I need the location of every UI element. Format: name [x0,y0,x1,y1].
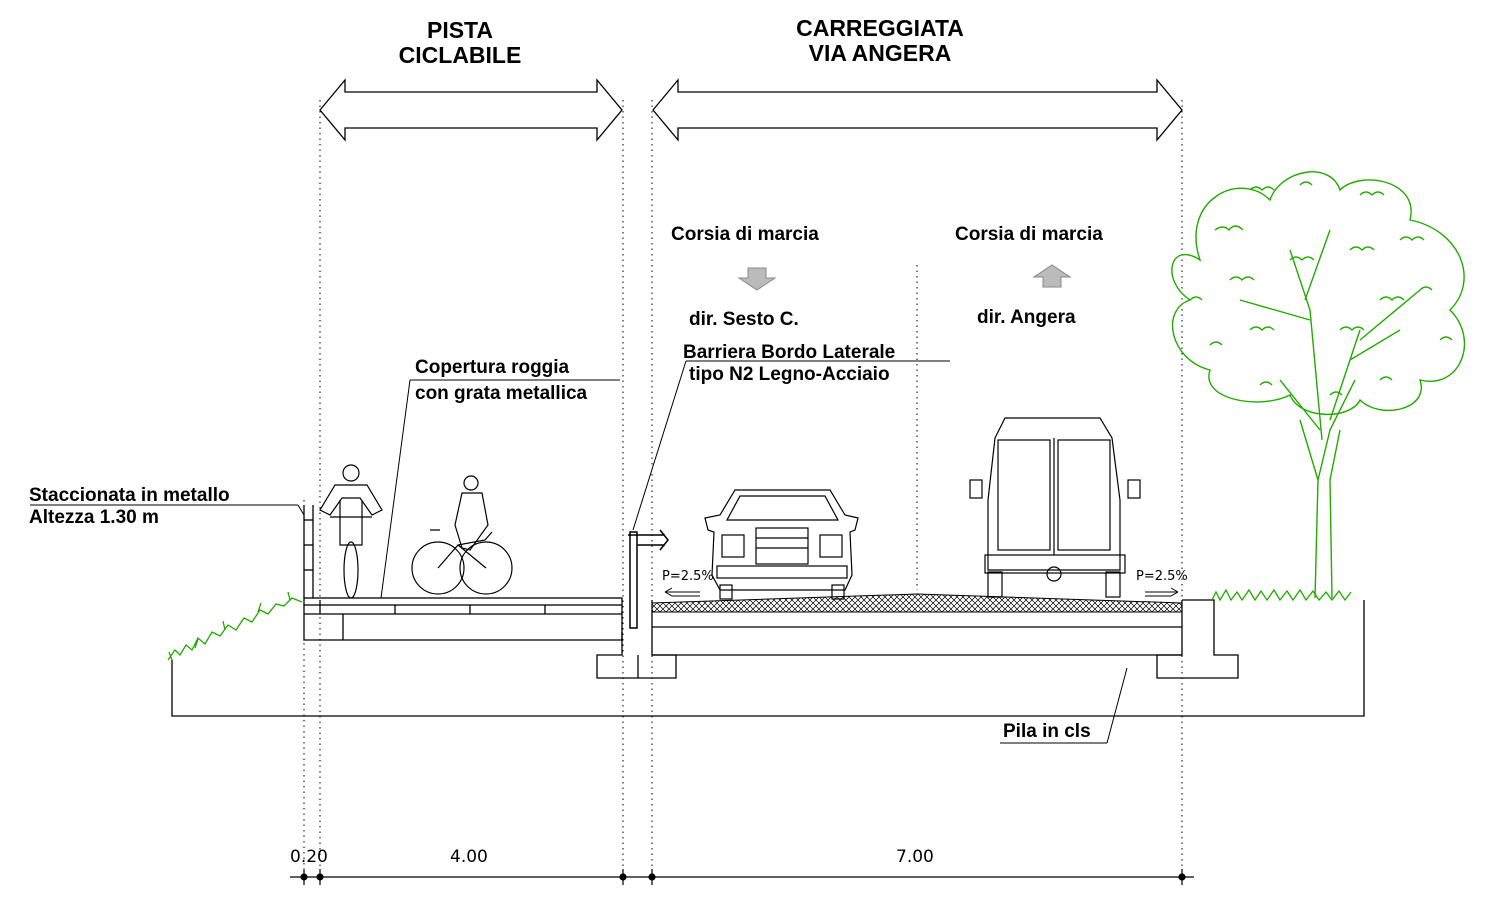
slope-left-label: P=2.5% [662,569,714,584]
cyclist-icon [411,475,513,595]
width-arrow-bike-lane [319,78,623,142]
cover-callout: Copertura roggia con grata metallica [415,357,587,405]
dimension-roadway: 7.00 [896,847,934,867]
fence-callout-line1: Staccionata in metallo [29,485,230,506]
barrier-callout-line1: Barriera Bordo Laterale [683,342,896,363]
pier-callout: Pila in cls [1003,721,1091,742]
van-rear-icon [969,417,1141,598]
roadway-header-line1: CARREGGIATA [796,15,964,41]
bike-lane-header-line1: PISTA [426,17,494,43]
lane-left-direction: dir. Sesto C. [689,309,799,330]
bike-lane-header: PISTA CICLABILE [380,18,540,68]
car-front-icon [704,489,859,600]
tree-icon [1171,171,1466,599]
fence-callout-line2: Altezza 1.30 m [29,507,159,528]
dimension-bike-lane: 4.00 [450,847,488,867]
width-arrow-roadway [652,78,1183,142]
roadway-header: CARREGGIATA VIA ANGERA [760,16,1000,66]
roadway-header-line2: VIA ANGERA [808,40,952,66]
slope-right-label: P=2.5% [1136,569,1188,584]
dimension-fence: 0.20 [290,847,328,867]
direction-arrow-icon [737,264,1072,291]
barrier-callout-line2: tipo N2 Legno-Acciaio [689,364,890,385]
leader-lines [30,360,1128,744]
reference-lines [303,100,1183,880]
slope-arrows [664,587,1179,597]
lane-right-direction: dir. Angera [977,307,1076,328]
cover-callout-line1: Copertura roggia [415,357,570,378]
metal-fence [303,505,314,598]
lane-right-label: Corsia di marcia [955,224,1103,245]
lane-left-label: Corsia di marcia [671,224,819,245]
pier [171,597,1365,717]
grass-icon [167,588,1352,661]
dimension-line [290,869,1194,885]
cyclist-icon [319,464,383,599]
fence-callout: Staccionata in metallo Altezza 1.30 m [29,485,230,529]
barrier-callout: Barriera Bordo Laterale tipo N2 Legno-Ac… [683,342,895,386]
asphalt-layer [651,593,1183,613]
side-barrier [628,529,669,629]
cover-callout-line2: con grata metallica [415,383,588,404]
bike-lane-header-line2: CICLABILE [398,42,522,68]
